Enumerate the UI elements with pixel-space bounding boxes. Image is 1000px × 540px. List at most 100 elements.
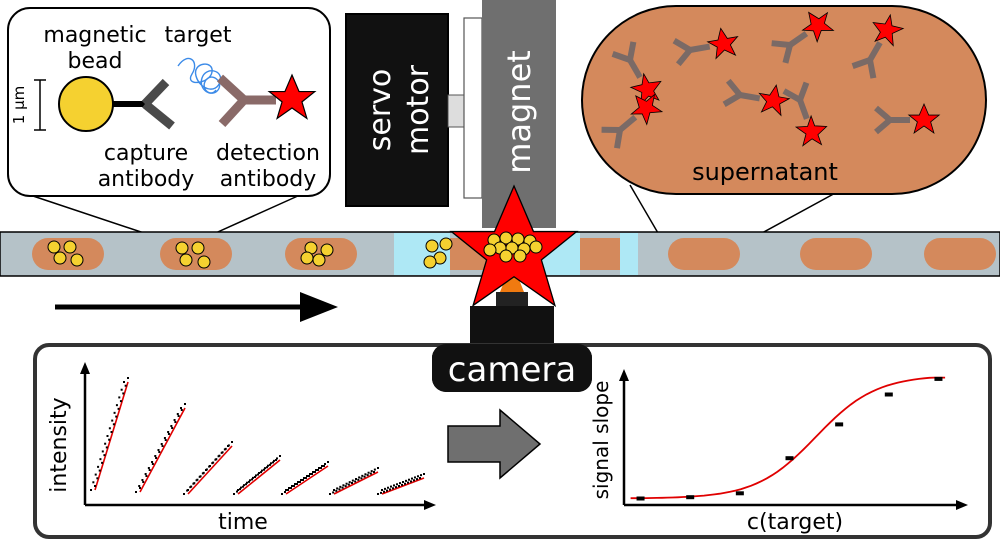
trace-point — [174, 421, 177, 423]
trace-point — [180, 407, 182, 409]
calibration-point — [934, 376, 943, 381]
trace-point — [163, 437, 166, 439]
trace-point — [255, 474, 257, 477]
trace-point — [115, 404, 118, 407]
trace-point — [138, 485, 141, 487]
trace-point — [318, 467, 320, 469]
trace-point — [296, 483, 298, 485]
trace-point — [124, 384, 127, 387]
trace-point — [291, 485, 293, 487]
bead — [197, 255, 211, 269]
trace-point — [294, 483, 296, 485]
supernatant-inset: supernatant — [581, 3, 987, 195]
capture-antibody — [113, 78, 175, 130]
trace-point — [293, 485, 295, 487]
trace-point — [272, 461, 274, 464]
trace-point — [155, 457, 158, 459]
trace-point — [297, 481, 299, 483]
trace-point — [333, 489, 335, 491]
trace-point — [104, 442, 107, 445]
trace-point — [285, 489, 287, 491]
trace-point — [354, 480, 357, 483]
bead — [70, 253, 84, 267]
trace-point — [360, 477, 363, 480]
free-detection-antibody — [874, 103, 940, 135]
trace-point — [308, 475, 310, 477]
trace-point — [407, 481, 409, 484]
trace-point — [351, 482, 353, 484]
trace-fit-line — [139, 407, 186, 493]
trace-point — [383, 490, 385, 493]
capture-antibody-label: antibody — [98, 167, 195, 192]
trace-point — [312, 471, 314, 473]
flow-arrow — [55, 292, 338, 322]
free-detection-antibody — [672, 25, 742, 67]
trace-point — [402, 481, 404, 483]
trace-point — [405, 479, 407, 482]
bead — [47, 240, 61, 254]
bead — [312, 253, 326, 267]
trace-fit-line — [237, 459, 281, 495]
trace-fit-line — [285, 465, 329, 495]
trace-point — [279, 455, 281, 457]
trace-point — [147, 467, 150, 469]
trace-point — [345, 482, 348, 485]
free-detection-antibody — [771, 3, 839, 64]
trace-point — [223, 448, 226, 451]
trace-point — [401, 483, 403, 486]
trace-point — [245, 483, 247, 486]
trace-point — [366, 474, 369, 477]
trace-point — [164, 439, 167, 441]
trace-point — [108, 438, 111, 441]
trace-point — [347, 483, 350, 486]
trace-point — [105, 446, 108, 449]
detection-antibody-label: antibody — [220, 167, 317, 192]
trace-point — [309, 473, 311, 475]
bead — [423, 255, 437, 269]
trace-point — [254, 476, 256, 478]
trace-point — [148, 469, 151, 471]
trace-point — [251, 478, 253, 481]
trace-point — [180, 409, 183, 411]
trace-point — [264, 467, 266, 470]
trace-point — [160, 443, 163, 445]
trace-point — [170, 425, 173, 427]
trace-point — [115, 415, 118, 418]
trace-point — [381, 489, 383, 491]
trace-point — [167, 433, 170, 435]
trace-point — [363, 475, 366, 478]
trace-point — [189, 486, 192, 489]
captured-beads — [483, 231, 543, 263]
calibration-point — [785, 456, 794, 461]
magnet: magnet — [482, 0, 556, 228]
trace-point — [273, 459, 275, 462]
trace-point — [106, 435, 109, 437]
trace-point — [123, 381, 125, 383]
trace-point — [377, 467, 379, 469]
trace-point — [276, 457, 278, 460]
trace-point — [300, 479, 302, 481]
trace-point — [344, 485, 347, 488]
trace-point — [287, 489, 289, 491]
trace-point — [139, 487, 141, 489]
trace-point — [303, 477, 305, 479]
bead — [320, 243, 334, 257]
bead — [425, 239, 439, 253]
trace-point — [339, 485, 342, 488]
trace-point — [101, 461, 104, 464]
trace-point — [145, 475, 148, 477]
intensity-plot: intensity time — [47, 362, 436, 535]
trace-point — [261, 469, 263, 472]
trace-point — [211, 462, 214, 465]
trace-point — [396, 483, 398, 486]
magnetic-label: magnetic — [43, 23, 146, 48]
droplet — [668, 238, 740, 270]
bead — [439, 237, 453, 251]
trace-point — [367, 471, 370, 474]
trace-point — [94, 473, 97, 476]
trace-point — [184, 403, 186, 405]
trace-point — [208, 465, 211, 468]
trace-point — [151, 461, 154, 463]
sigmoid-fit — [630, 376, 946, 500]
trace-point — [94, 485, 96, 487]
